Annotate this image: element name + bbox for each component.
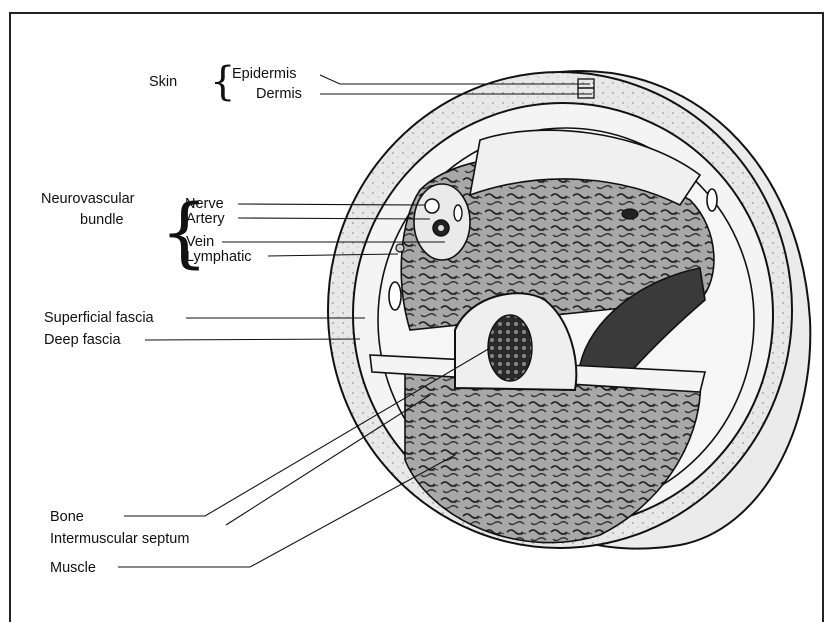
label-artery: Artery — [186, 211, 225, 227]
vein-structure — [454, 205, 462, 221]
label-superficial-fascia: Superficial fascia — [44, 310, 154, 326]
lymphatic-structure — [396, 244, 404, 252]
label-vein: Vein — [186, 234, 214, 250]
label-dermis: Dermis — [256, 86, 302, 102]
label-epidermis: Epidermis — [232, 66, 296, 82]
label-muscle: Muscle — [50, 560, 96, 576]
label-deep-fascia: Deep fascia — [44, 332, 121, 348]
label-nerve: Nerve — [185, 196, 224, 212]
label-intermuscular-septum: Intermuscular septum — [50, 531, 189, 547]
label-neurovascular-line1: Neurovascular — [41, 191, 135, 207]
label-neurovascular-line2: bundle — [80, 212, 124, 228]
bone-marrow — [488, 315, 532, 381]
label-skin: Skin — [149, 74, 177, 90]
label-bone: Bone — [50, 509, 84, 525]
label-lymphatic: Lymphatic — [186, 249, 252, 265]
nerve-structure — [425, 199, 439, 213]
